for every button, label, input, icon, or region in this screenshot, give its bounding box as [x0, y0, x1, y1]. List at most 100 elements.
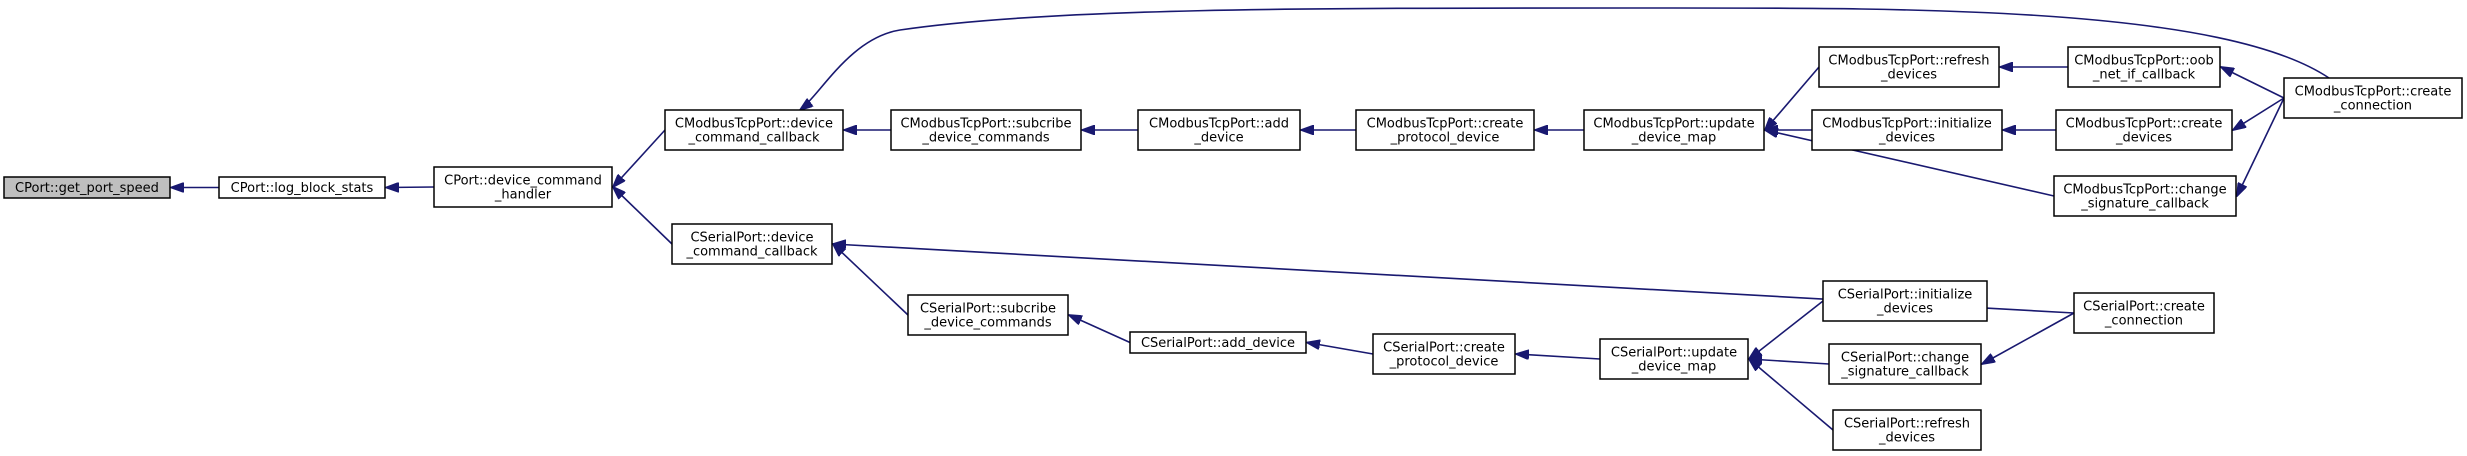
node-label-line: CSerialPort::update	[1611, 346, 1737, 361]
node-label-line: CSerialPort::initialize	[1838, 288, 1973, 303]
node-label-line: CPort::log_block_stats	[231, 181, 374, 196]
edge-n4-to-n3	[613, 129, 666, 187]
node-label-line: _connection	[2333, 99, 2412, 114]
node-cserialport-initialize-devices[interactable]: CSerialPort::initialize_devices	[1822, 280, 1988, 322]
node-cmodbustcpport-refresh-devices[interactable]: CModbusTcpPort::refresh_devices	[1818, 46, 2000, 88]
node-label-line: CModbusTcpPort::update	[1593, 117, 1754, 132]
node-label-line: CModbusTcpPort::add	[1149, 117, 1289, 132]
node-label-line: CSerialPort::refresh	[1844, 417, 1970, 432]
edge-n15-to-n13	[2221, 67, 2285, 99]
edge-n10-to-n9	[1765, 66, 1820, 130]
node-label-line: CSerialPort::create	[1383, 341, 1505, 356]
node-cserialport-subcribe-device-commands[interactable]: CSerialPort::subcribe_device_commands	[907, 294, 1069, 336]
node-box	[671, 223, 833, 265]
edge-n23-to-n21	[1982, 312, 2075, 364]
edge-n3-to-n2	[386, 187, 435, 188]
edge-n19-to-n18	[1516, 354, 1601, 360]
node-box	[1137, 109, 1301, 151]
node-box	[1355, 109, 1535, 151]
node-cmodbustcpport-create-protocol-device[interactable]: CModbusTcpPort::create_protocol_device	[1355, 109, 1535, 151]
node-label-line: _devices	[2115, 131, 2172, 146]
node-label-line: CSerialPort::device	[690, 231, 813, 246]
node-cserialport-change-signature-callback[interactable]: CSerialPort::change_signature_callback	[1828, 343, 1982, 385]
node-label-line: _device_commands	[923, 316, 1052, 331]
node-box	[1129, 331, 1307, 354]
node-label-line: _net_if_callback	[2092, 68, 2196, 83]
node-label-line: _device_map	[1631, 131, 1717, 146]
node-box	[890, 109, 1082, 151]
node-label-line: _device	[1193, 131, 1243, 146]
node-label-line: _command_callback	[687, 131, 820, 146]
node-box	[433, 166, 613, 208]
node-label-line: CSerialPort::create	[2083, 300, 2205, 315]
node-box	[1599, 338, 1749, 380]
node-label-line: CModbusTcpPort::change	[2063, 183, 2226, 198]
node-label-line: CSerialPort::change	[1841, 351, 1969, 366]
node-cserialport-update-device-map[interactable]: CSerialPort::update_device_map	[1599, 338, 1749, 380]
node-label-line: CPort::device_command	[444, 174, 602, 189]
node-cserialport-add-device[interactable]: CSerialPort::add_device	[1129, 331, 1307, 354]
node-cmodbustcpport-oob-net-if-callback[interactable]: CModbusTcpPort::oob_net_if_callback	[2067, 46, 2221, 88]
node-label-line: _signature_callback	[1840, 365, 1969, 380]
node-label-line: _protocol_device	[1389, 355, 1499, 370]
edge-n18-to-n17	[1307, 343, 1374, 355]
node-box	[1832, 409, 1982, 451]
node-box	[664, 109, 844, 151]
node-box	[1818, 46, 2000, 88]
node-cport-device-command-handler[interactable]: CPort::device_command_handler	[433, 166, 613, 208]
node-cmodbustcpport-change-signature-callback[interactable]: CModbusTcpPort::change_signature_callbac…	[2053, 175, 2237, 217]
node-box	[1822, 280, 1988, 322]
edges-layer	[171, 7, 2330, 431]
node-cserialport-create-protocol-device[interactable]: CSerialPort::create_protocol_device	[1372, 333, 1516, 375]
node-label-line: _devices	[1878, 131, 1935, 146]
node-box	[1828, 343, 1982, 385]
edge-n5-to-n3	[613, 187, 673, 245]
node-box	[1372, 333, 1516, 375]
node-label-line: _signature_callback	[2080, 197, 2209, 212]
nodes-layer: CPort::get_port_speed CPort::log_block_st…	[3, 46, 2463, 451]
node-cmodbustcpport-add-device[interactable]: CModbusTcpPort::add_device	[1137, 109, 1301, 151]
node-label-line: _handler	[494, 188, 552, 203]
node-box	[2283, 77, 2463, 119]
node-label-line: CPort::get_port_speed	[15, 181, 159, 196]
node-cmodbustcpport-initialize-devices[interactable]: CModbusTcpPort::initialize_devices	[1811, 109, 2003, 151]
node-box	[907, 294, 1069, 336]
node-label-line: CSerialPort::subcribe	[920, 302, 1056, 317]
node-label-line: _connection	[2104, 314, 2183, 329]
edge-n16-to-n5	[833, 244, 909, 316]
node-label-line: _command_callback	[685, 245, 818, 260]
node-cmodbustcpport-update-device-map[interactable]: CModbusTcpPort::update_device_map	[1583, 109, 1765, 151]
node-label-line: _devices	[1878, 431, 1935, 446]
node-cserialport-device-command-callback[interactable]: CSerialPort::device_command_callback	[671, 223, 833, 265]
node-label-line: CModbusTcpPort::oob	[2074, 54, 2214, 69]
node-label-line: CModbusTcpPort::create	[2295, 85, 2452, 100]
node-label-line: CModbusTcpPort::refresh	[1828, 54, 1989, 69]
node-label-line: _protocol_device	[1390, 131, 1500, 146]
node-cmodbustcpport-create-devices[interactable]: CModbusTcpPort::create_devices	[2055, 109, 2233, 151]
node-label-line: _device_map	[1631, 360, 1717, 375]
edge-n15-to-n4	[800, 7, 2330, 110]
node-box	[2055, 109, 2233, 151]
node-box	[218, 176, 386, 199]
node-box	[2067, 46, 2221, 88]
node-label-line: _devices	[1876, 302, 1933, 317]
node-cmodbustcpport-subcribe-device-commands[interactable]: CModbusTcpPort::subcribe_device_commands	[890, 109, 1082, 151]
node-label-line: CModbusTcpPort::create	[2066, 117, 2223, 132]
node-cmodbustcpport-device-command-callback[interactable]: CModbusTcpPort::device_command_callback	[664, 109, 844, 151]
node-label-line: _device_commands	[921, 131, 1050, 146]
node-cport-log-block-stats[interactable]: CPort::log_block_stats	[218, 176, 386, 199]
edge-n17-to-n16	[1069, 315, 1131, 344]
node-cport-get-port-speed[interactable]: CPort::get_port_speed	[3, 176, 171, 199]
node-label-line: CModbusTcpPort::create	[1367, 117, 1524, 132]
edge-n21-to-n19	[1749, 359, 1830, 364]
node-cmodbustcpport-create-connection[interactable]: CModbusTcpPort::create_connection	[2283, 77, 2463, 119]
node-box	[2073, 292, 2215, 334]
node-cserialport-create-connection[interactable]: CSerialPort::create_connection	[2073, 292, 2215, 334]
edge-n15-to-n12	[2237, 97, 2285, 196]
node-cserialport-refresh-devices[interactable]: CSerialPort::refresh_devices	[1832, 409, 1982, 451]
node-box	[1811, 109, 2003, 151]
node-label-line: CModbusTcpPort::device	[675, 117, 833, 132]
node-label-line: CSerialPort::add_device	[1141, 336, 1295, 351]
node-label-line: CModbusTcpPort::subcribe	[900, 117, 1071, 132]
